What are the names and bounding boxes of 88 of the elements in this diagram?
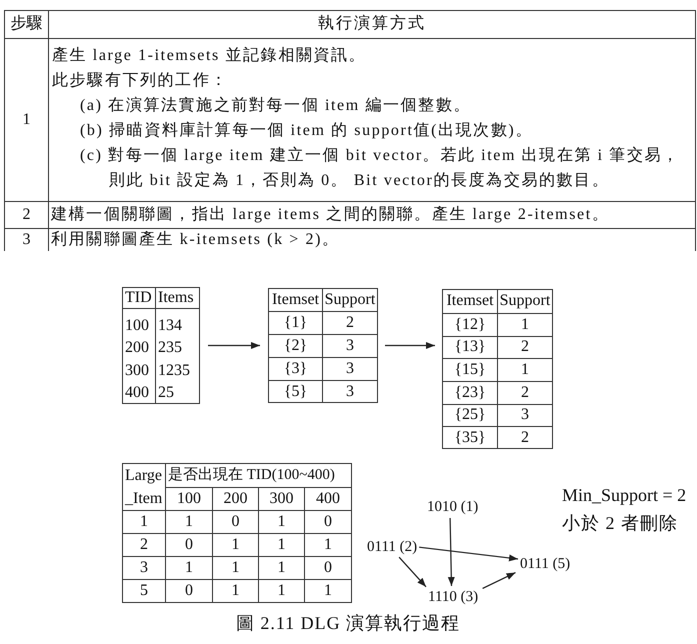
table-text: 2 <box>521 384 529 402</box>
table-text: 1 <box>232 582 240 600</box>
paragraph: 此步驟有下列的工作： <box>52 70 228 91</box>
table-text: 1 <box>185 512 193 532</box>
table-text: {1} <box>284 314 308 332</box>
table-text: 3 <box>346 336 354 356</box>
header-text: 步驟 <box>10 15 42 34</box>
row-number: 2 <box>22 206 30 224</box>
header-text: 執行演算方式 <box>318 15 426 34</box>
table <box>122 287 200 404</box>
table-text: 2 <box>521 338 529 357</box>
row-number: 3 <box>22 230 30 250</box>
table-text: 0 <box>324 512 332 532</box>
table-text: 1235 <box>158 362 190 380</box>
header-text: Itemset <box>272 290 320 310</box>
header-text: 100 <box>177 490 201 508</box>
arrow <box>208 342 260 349</box>
table-text: 1 <box>521 316 529 334</box>
header-text: Large _Item <box>125 466 162 509</box>
node-label: 1110 (3) <box>428 589 478 605</box>
list-item: (b) 掃瞄資料庫計算每一個 item 的 support值(出現次數)。 <box>80 120 533 141</box>
table-text: 2 <box>521 428 529 448</box>
header-text: TID <box>125 288 152 308</box>
arrow <box>385 342 435 349</box>
table-text: 134 <box>158 316 182 335</box>
table-text: {23} <box>454 384 486 402</box>
note-text: 小於 2 者刪除 <box>562 512 678 534</box>
table-text: 3 <box>140 558 148 578</box>
caption: 圖 2.11 DLG 演算執行過程 <box>236 612 460 634</box>
table-text: 0 <box>185 582 193 600</box>
table-text: 0 <box>324 558 332 578</box>
table-text: 5 <box>140 582 148 600</box>
table-text: 235 <box>158 339 182 358</box>
header-text: 是否出現在 TID(100~400) <box>168 466 335 484</box>
node-label: 0111 (2) <box>367 539 418 555</box>
table <box>268 288 378 403</box>
list-item: (a) 在演算法實施之前對每一個 item 編一個整數。 <box>80 96 471 116</box>
table-text: 3 <box>346 360 354 378</box>
header-text: Itemset <box>446 292 494 311</box>
arrow <box>419 546 518 562</box>
node-label: 0111 (5) <box>520 556 570 572</box>
table-text: 400 <box>125 384 149 402</box>
table-text: 建構一個關聯圖，指出 large items 之間的關聯。產生 large 2-itemset。 <box>51 206 610 224</box>
note-text: Min_Support = 2 <box>562 485 686 505</box>
table-text: {3} <box>284 360 308 378</box>
arrow <box>398 556 426 588</box>
table-text: 2 <box>140 536 148 554</box>
node-label: 1010 (1) <box>427 499 478 515</box>
header-text: Support <box>324 290 376 310</box>
table-text: 3 <box>346 382 354 402</box>
table-text: 100 <box>125 316 149 335</box>
table-text: 1 <box>232 558 240 578</box>
table-text: 3 <box>521 406 529 425</box>
table-text: 2 <box>346 314 354 332</box>
table-text: 利用關聯圖產生 k-itemsets (k > 2)。 <box>51 230 340 250</box>
header-text: Items <box>158 288 194 308</box>
table-text: {5} <box>284 382 308 402</box>
table-text: 1 <box>324 536 332 554</box>
table-text: 1 <box>278 558 286 578</box>
table-text: 1 <box>278 582 286 600</box>
header-text: 300 <box>270 490 294 508</box>
table-text: {35} <box>454 428 486 448</box>
table-text: {13} <box>454 338 486 357</box>
table-text: 1 <box>278 512 286 532</box>
arrow <box>482 572 516 589</box>
header-text: 400 <box>316 490 340 508</box>
table-text: 0 <box>232 512 240 532</box>
list-item: (c) 對每一個 large item 建立一個 bit vector。若此 item 出現在第 i 筆交易，則此 bit 設定為 1，否則為 0。 Bit vector的長度為交易的數目。 <box>80 146 681 191</box>
table-text: 1 <box>185 558 193 578</box>
table-text: {2} <box>284 336 308 356</box>
arrow <box>448 518 455 586</box>
table-text: {15} <box>454 360 486 380</box>
table-text: 0 <box>185 536 193 554</box>
table-text: {25} <box>454 406 486 425</box>
table-text: 200 <box>125 339 149 358</box>
table-text: 300 <box>125 362 149 380</box>
table <box>442 289 553 449</box>
header-text: 200 <box>224 490 248 508</box>
header-text: Support <box>500 292 550 311</box>
table-text: 1 <box>521 360 529 380</box>
table-text: 1 <box>324 582 332 600</box>
table-text: 25 <box>158 384 174 402</box>
row-number: 1 <box>22 110 30 130</box>
paragraph: 產生 large 1-itemsets 並記錄相關資訊。 <box>52 46 366 66</box>
table-text: 1 <box>140 512 148 532</box>
table-text: 1 <box>232 536 240 554</box>
table-text: {12} <box>454 316 486 334</box>
table-text: 1 <box>278 536 286 554</box>
